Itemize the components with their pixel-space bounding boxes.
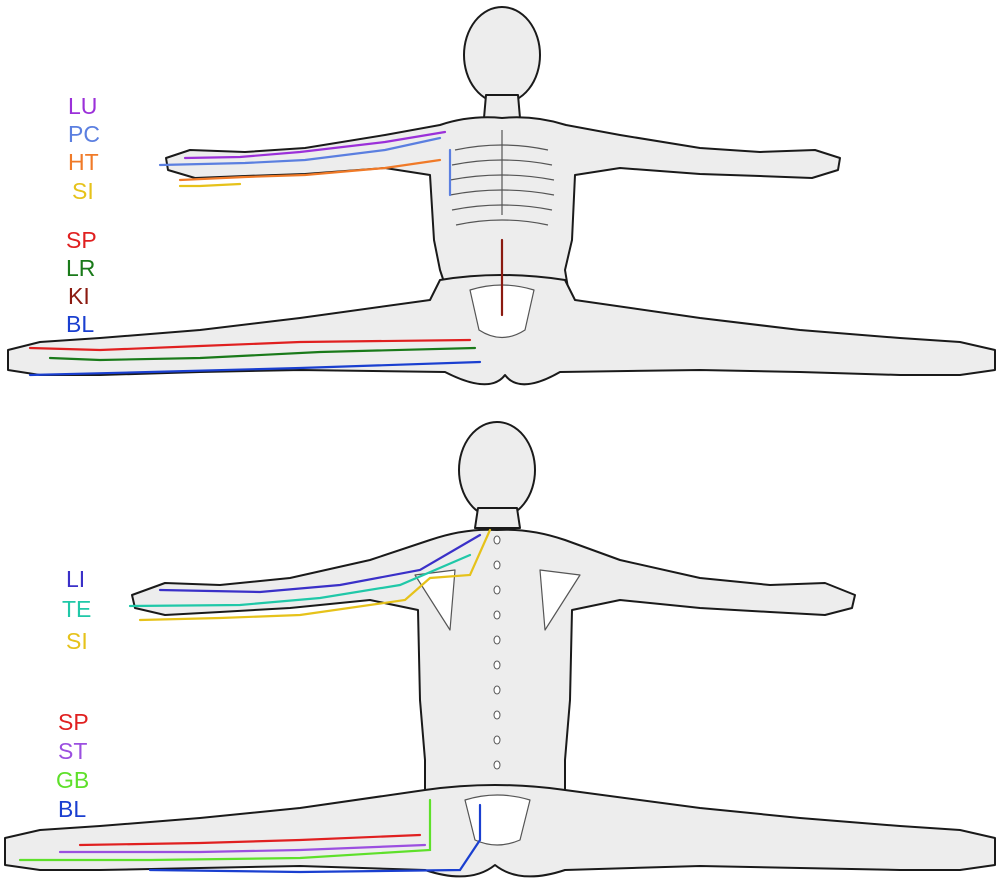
- legend-back-sp: SP: [58, 709, 89, 735]
- legend-front-bl: BL: [66, 311, 95, 337]
- back-neck: [474, 507, 521, 529]
- front-body-figure: [7, 6, 996, 386]
- back-spine: [493, 535, 501, 770]
- legend-back-si: SI: [66, 628, 88, 654]
- legend-back-bl: BL: [58, 796, 87, 822]
- lr-line: [48, 346, 477, 362]
- legend-front-ki: KI: [68, 283, 90, 309]
- si-line: [178, 182, 242, 188]
- pc-line: [158, 136, 442, 167]
- li-line: [158, 533, 482, 594]
- legend-front-sp: SP: [66, 227, 97, 253]
- back-torso-arms: [131, 528, 856, 801]
- sp-back-line: [78, 833, 422, 847]
- back-sacrum: [464, 794, 531, 846]
- front-ribcage: [449, 130, 555, 226]
- si-back-line: [138, 528, 492, 622]
- st-back-line: [58, 843, 427, 854]
- right-scapula: [539, 569, 581, 631]
- legend-back-te: TE: [62, 596, 92, 622]
- sp-line: [28, 338, 472, 352]
- gb-back-line: [18, 798, 432, 862]
- legend-back-li: LI: [66, 566, 86, 592]
- legend-front-lu: LU: [68, 93, 98, 119]
- lu-line: [183, 130, 447, 160]
- legend-front-pc: PC: [68, 121, 100, 147]
- legend-front-ht: HT: [68, 149, 99, 175]
- bl-line: [28, 360, 482, 377]
- legend-front-si: SI: [72, 178, 94, 204]
- front-head: [463, 6, 541, 104]
- left-scapula: [414, 569, 456, 631]
- te-line: [128, 553, 472, 608]
- legend-front-lr: LR: [66, 255, 96, 281]
- bl-back-line: [148, 803, 482, 874]
- back-head: [458, 421, 536, 519]
- front-neck: [483, 94, 521, 119]
- legend-back-gb: GB: [56, 767, 90, 793]
- legend-back-st: ST: [58, 738, 88, 764]
- front-meridians: [28, 130, 504, 377]
- ht-line: [178, 158, 442, 182]
- back-body-figure: [4, 421, 996, 878]
- back-meridians: [18, 528, 492, 874]
